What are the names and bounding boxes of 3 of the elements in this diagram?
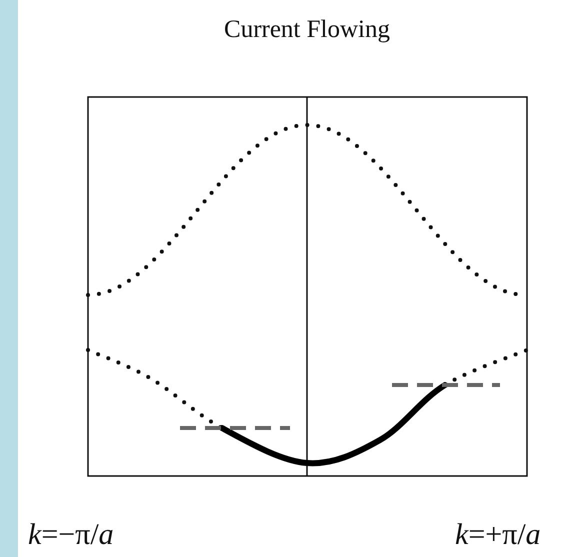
chart-title: Current Flowing <box>223 16 391 44</box>
axis-end-label: k=−π/a <box>28 518 114 552</box>
axis-end-label: k=+π/a <box>455 518 541 552</box>
